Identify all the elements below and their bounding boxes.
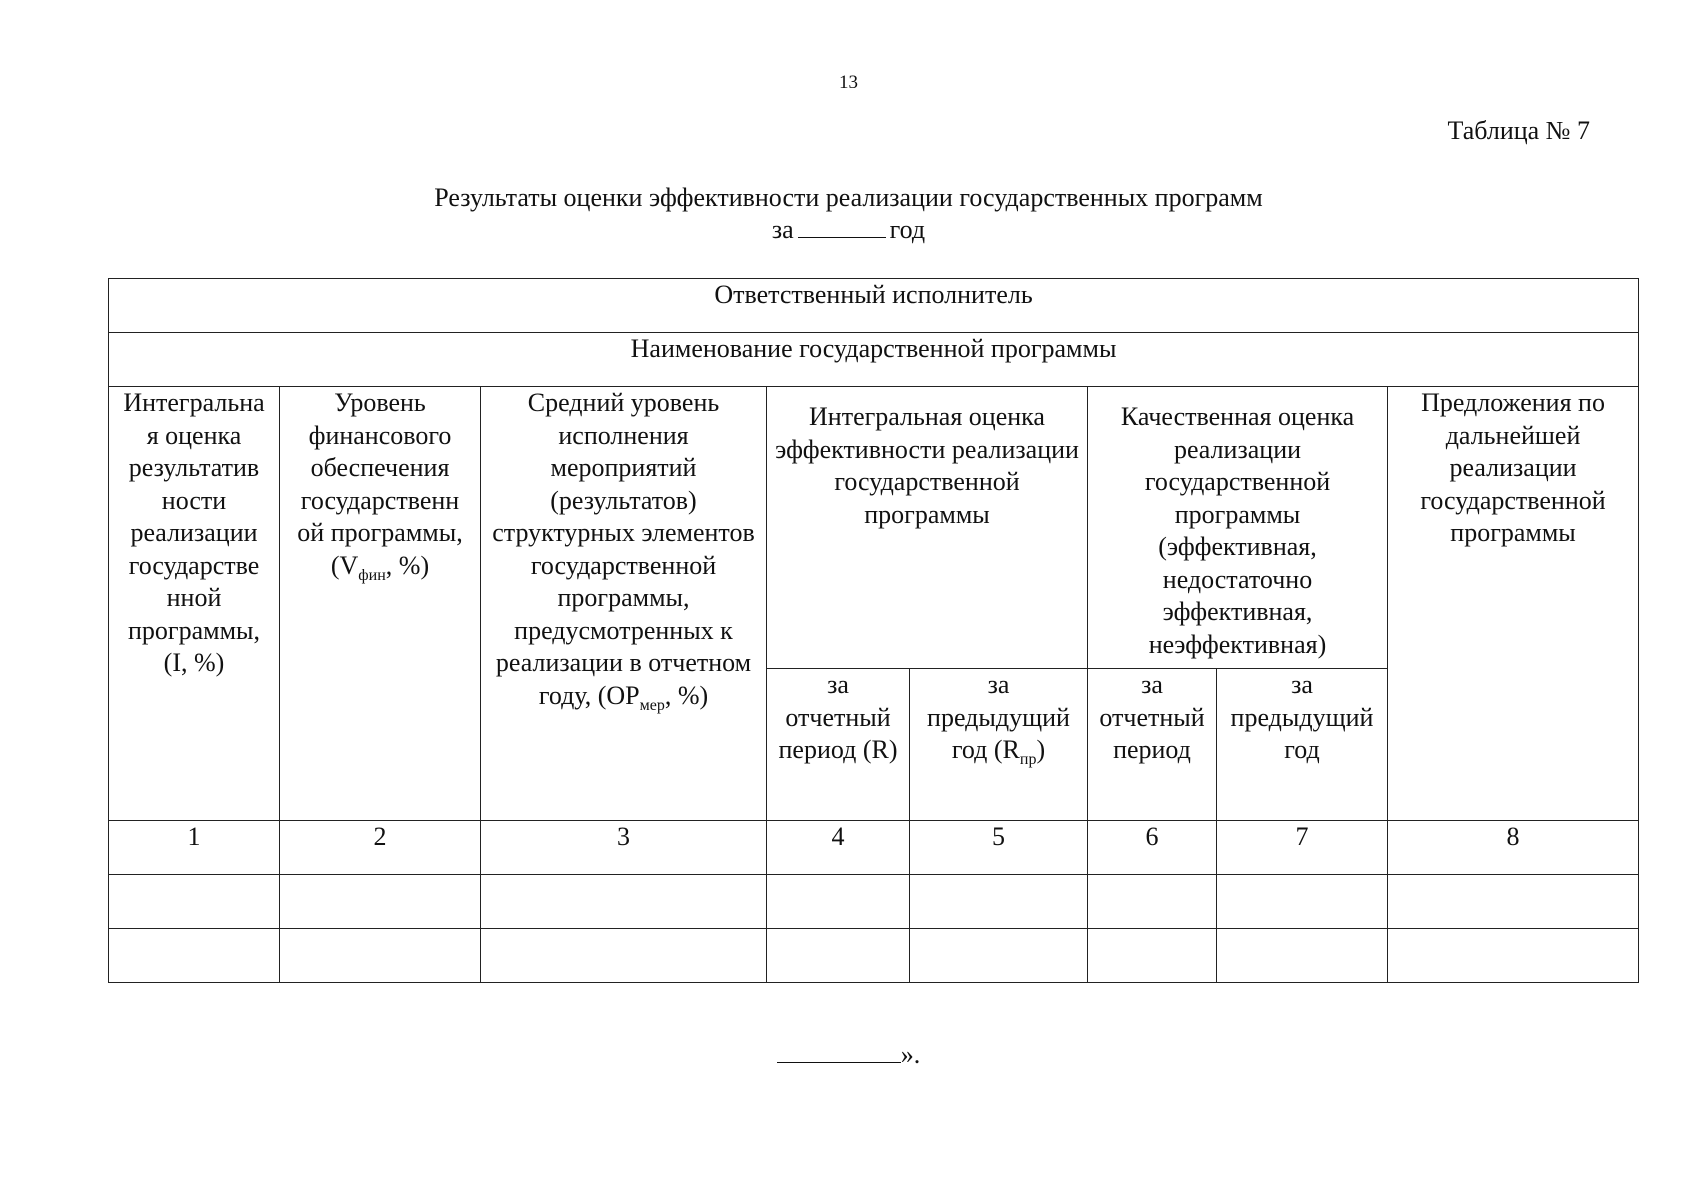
footer-quote-end: ». [900,1040,921,1069]
program-name-cell: Наименование государственной программы [107,332,1640,387]
column-number: 4 [766,820,910,875]
header-measures-level-end: , %) [664,680,709,710]
responsible-executor-cell: Ответственный исполнитель [107,278,1640,333]
evaluation-table: Ответственный исполнитель Наименование г… [107,278,1640,983]
table-cell [1216,928,1388,983]
table-cell [766,874,910,929]
table-cell [1386,874,1640,929]
header-efficiency-previous-year-end: ) [1036,735,1046,764]
header-financing-level-text: Уровень финансового обеспечения государс… [297,388,463,580]
header-measures-level-text: Средний уровень исполнения мероприятий (… [492,388,755,710]
table-cell [480,928,767,983]
header-integral-result: Интегральна я оценка результатив ности р… [108,386,280,821]
header-quality-reporting-period: за отчетный период [1087,668,1217,821]
table-cell [909,874,1088,929]
column-number: 7 [1216,820,1388,875]
column-number: 8 [1386,820,1640,875]
table-cell [1087,874,1217,929]
table-cell [108,928,280,983]
page-number: 13 [839,72,858,93]
column-number: 6 [1087,820,1217,875]
column-number: 1 [108,820,280,875]
header-quality-previous-year: за предыдущий год [1216,668,1388,821]
table-number: Таблица № 7 [1447,116,1590,145]
header-qualitative-evaluation: Качественная оценка реализации государст… [1087,386,1388,669]
table-cell [766,928,910,983]
header-efficiency-reporting-period: за отчетный период (R) [766,668,910,821]
column-number: 3 [480,820,767,875]
table-cell [1087,928,1217,983]
table-cell [1386,928,1640,983]
table-cell [279,928,481,983]
header-efficiency-previous-year: за предыдущий год (Rпр) [909,668,1088,821]
table-cell [1216,874,1388,929]
table-row [108,928,1640,983]
header-measures-level: Средний уровень исполнения мероприятий (… [480,386,767,821]
header-efficiency-previous-year-text: за предыдущий год (R [927,670,1070,764]
previous-year-subscript: пр [1019,751,1037,769]
column-numbers-row: 1 2 3 4 5 6 7 8 [108,820,1640,875]
footer-blank-line [776,1040,901,1063]
footer: ». [0,1040,1697,1070]
table-cell [108,874,280,929]
subtitle-prefix: за [771,215,794,244]
header-financing-level: Уровень финансового обеспечения государс… [279,386,481,821]
document-title: Результаты оценки эффективности реализац… [434,183,1263,212]
table-cell [279,874,481,929]
header-integral-efficiency: Интегральная оценка эффективности реализ… [766,386,1088,669]
column-number: 2 [279,820,481,875]
document-subtitle: за год [0,214,1697,246]
year-blank-line [797,215,886,238]
table-cell [480,874,767,929]
header-financing-level-end: , %) [385,550,430,580]
subtitle-suffix: год [889,215,926,244]
header-proposals: Предложения по дальнейшей реализации гос… [1386,386,1640,821]
table-cell [909,928,1088,983]
measures-subscript: мер [639,696,665,714]
financing-subscript: фин [358,566,386,584]
table-row [108,874,1640,929]
column-number: 5 [909,820,1088,875]
